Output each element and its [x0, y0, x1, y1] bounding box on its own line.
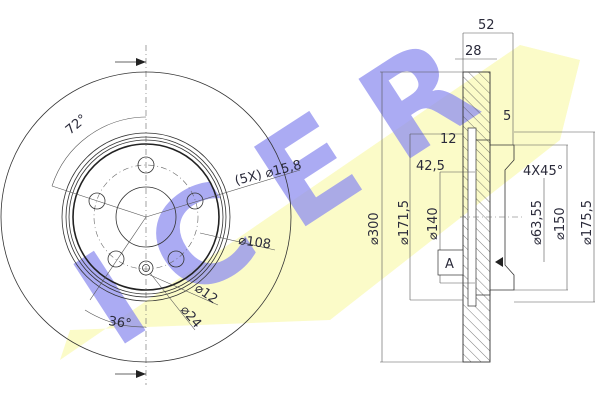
- bolt-hole: [107, 250, 125, 268]
- leader-line: [149, 272, 196, 331]
- hat-ring: [65, 136, 227, 298]
- chamfer-label: 4X45°: [523, 164, 563, 179]
- leader-line: [89, 216, 147, 301]
- bolt-circle-label: ⌀108: [237, 233, 271, 252]
- dim-42-5-label: 42,5: [416, 159, 445, 174]
- leader-line: [199, 232, 276, 251]
- angle-72-label: 72°: [63, 112, 90, 138]
- logo-yellow-band: [60, 45, 580, 360]
- bolt-hole: [186, 192, 204, 210]
- dim-12-label: 12: [440, 132, 457, 147]
- hat-ring: [68, 139, 224, 295]
- angle-36-label: 36°: [107, 314, 132, 332]
- leader-line: [51, 185, 147, 218]
- hat-section: [476, 139, 515, 296]
- dia-63-55-label: ⌀63,55: [530, 200, 545, 245]
- arrow-icon: [136, 58, 146, 66]
- bolt-hole: [88, 192, 106, 210]
- hat-ring: [72, 143, 220, 291]
- dim-5-label: 5: [503, 109, 511, 124]
- outer-disc-circle: [0, 71, 292, 363]
- arrow-icon: [136, 370, 146, 378]
- section-view: A 52 28 5 12 42,5 4X45° ⌀300 ⌀171,5 ⌀140…: [367, 18, 595, 363]
- dia-140-label: ⌀140: [426, 207, 441, 240]
- dia-300-label: ⌀300: [367, 212, 382, 245]
- bolt-hole: [137, 156, 155, 174]
- angle-36-arc: [84, 309, 147, 328]
- dia-150-label: ⌀150: [553, 207, 568, 240]
- bolt-holes: [88, 156, 204, 268]
- datum-label: A: [445, 257, 454, 272]
- leader-line: [149, 274, 219, 306]
- bolt-hole: [167, 250, 185, 268]
- datum-box: [437, 249, 464, 276]
- disc-thickness-label: 28: [465, 44, 482, 59]
- hat-ring: [61, 132, 231, 302]
- overall-width-label: 52: [478, 18, 495, 33]
- small-hole: [142, 264, 150, 272]
- angle-72-arc: [51, 116, 147, 187]
- leader-line: [145, 169, 301, 218]
- dia-171-5-label: ⌀171,5: [397, 200, 412, 245]
- dia-175-5-label: ⌀175,5: [580, 200, 595, 245]
- center-bore: [115, 186, 177, 248]
- small-hole-outer: [138, 260, 154, 276]
- datum-arrow-icon: [495, 257, 503, 267]
- bolt-circle: [93, 164, 199, 270]
